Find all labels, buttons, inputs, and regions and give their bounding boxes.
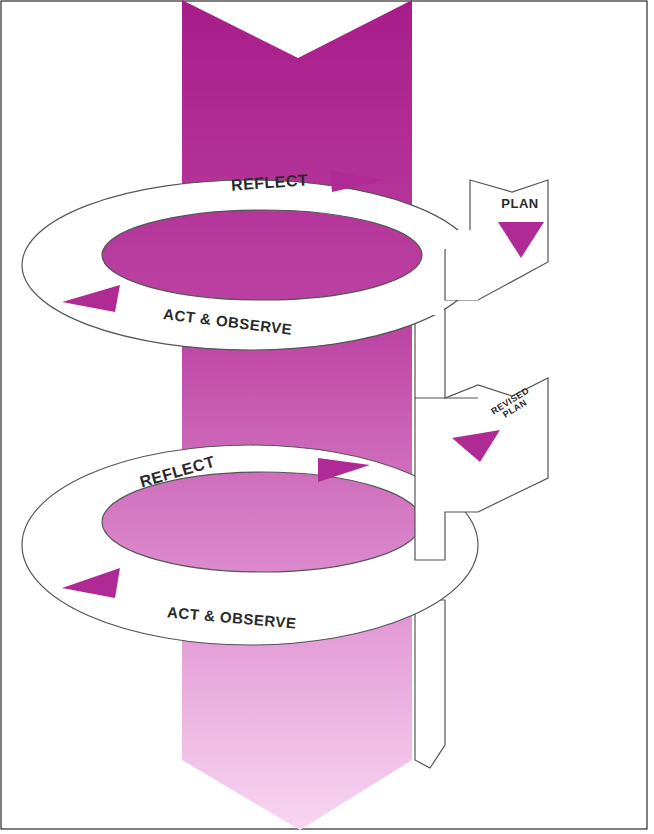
- plan-panel: [445, 180, 548, 300]
- direction-arrowhead: [62, 568, 120, 598]
- direction-arrowhead: [330, 170, 385, 192]
- ribbon-stem: [415, 600, 445, 768]
- ribbon-join: [446, 230, 478, 300]
- ribbon-join: [416, 285, 444, 315]
- spiral-ring: [22, 445, 478, 645]
- ribbon-stem: [415, 300, 548, 560]
- direction-arrowhead: [498, 222, 544, 258]
- ribbon-edge: [415, 397, 478, 398]
- direction-arrowhead: [62, 285, 120, 312]
- stage-label: PLAN: [501, 197, 538, 211]
- direction-arrowhead: [318, 458, 370, 482]
- spiral-ring: [22, 180, 478, 350]
- direction-arrowhead: [452, 430, 500, 462]
- band-arrow: [182, 0, 412, 830]
- spiral-hole: [102, 210, 422, 300]
